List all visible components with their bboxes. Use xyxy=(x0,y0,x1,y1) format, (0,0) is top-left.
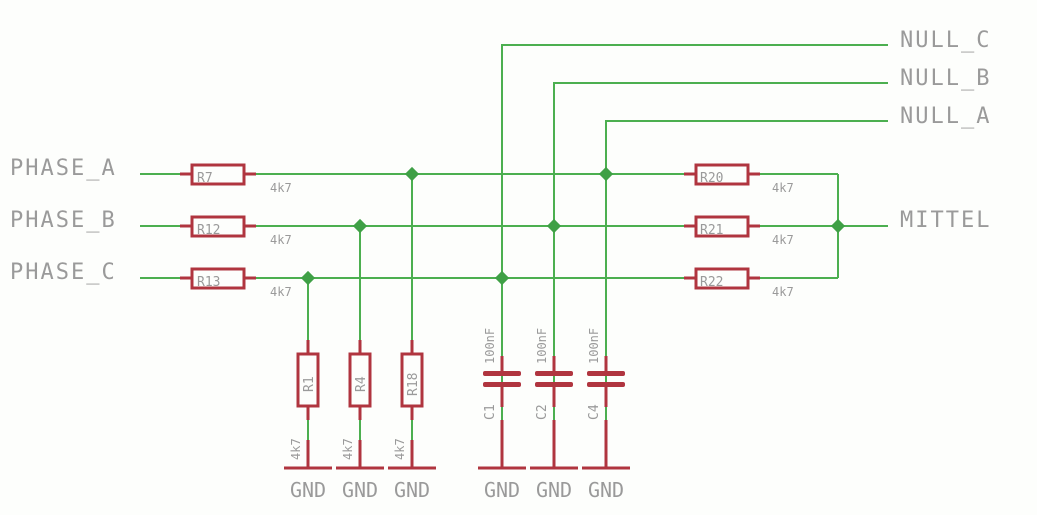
gnd-label-c1: GND xyxy=(484,478,520,502)
net-label-mittel: MITTEL xyxy=(900,208,991,233)
net-label-null-b: NULL_B xyxy=(900,66,991,91)
junction-dot xyxy=(352,218,368,234)
ref-r7: R7 xyxy=(197,171,213,186)
net-label-null-c: NULL_C xyxy=(900,28,991,53)
ref-c1: C1 xyxy=(483,404,498,420)
ref-r13: R13 xyxy=(197,275,220,290)
value-r1: 4k7 xyxy=(289,438,303,460)
gnd-symbol-r18 xyxy=(388,440,436,470)
ref-r12: R12 xyxy=(197,223,220,238)
junctions xyxy=(300,166,846,286)
ref-r22: R22 xyxy=(700,275,723,290)
value-r7: 4k7 xyxy=(270,181,292,195)
ref-r20: R20 xyxy=(700,171,723,186)
value-r20: 4k7 xyxy=(772,181,794,195)
junction-dot xyxy=(546,218,562,234)
gnd-label-c2: GND xyxy=(536,478,572,502)
capacitor-c4[interactable] xyxy=(587,356,625,407)
null-wires xyxy=(501,44,888,420)
resistor-r20[interactable] xyxy=(684,163,760,186)
resistor-r12[interactable] xyxy=(180,215,256,238)
ground-symbols xyxy=(284,420,630,470)
gnd-label-r18: GND xyxy=(394,478,430,502)
gnd-symbol-c1 xyxy=(478,420,526,470)
net-label-null-a: NULL_A xyxy=(900,104,991,129)
capacitor-c2[interactable] xyxy=(535,356,573,407)
ref-r4: R4 xyxy=(354,376,369,392)
gnd-symbol-c2 xyxy=(530,420,578,470)
net-label-phase-a: PHASE_A xyxy=(10,156,117,181)
gnd-symbol-r1 xyxy=(284,440,332,470)
gnd-symbol-r4 xyxy=(336,440,384,470)
value-r4: 4k7 xyxy=(341,438,355,460)
net-label-phase-c: PHASE_C xyxy=(10,260,117,285)
value-r21: 4k7 xyxy=(772,233,794,247)
resistor-r18[interactable] xyxy=(400,340,424,420)
wire-null-a xyxy=(605,120,888,420)
resistor-r7[interactable] xyxy=(180,163,256,186)
resistor-r1[interactable] xyxy=(296,340,320,420)
resistor-r4[interactable] xyxy=(348,340,372,420)
ref-r1: R1 xyxy=(302,376,317,392)
resistor-r21[interactable] xyxy=(684,215,760,238)
value-r13: 4k7 xyxy=(270,285,292,299)
value-r12: 4k7 xyxy=(270,233,292,247)
value-c1: 100nF xyxy=(483,328,497,364)
ref-c2: C2 xyxy=(535,404,550,420)
junction-dot xyxy=(494,270,510,286)
wire-null-b xyxy=(553,82,888,420)
ref-c4: C4 xyxy=(587,404,602,420)
resistor-r22[interactable] xyxy=(684,267,760,290)
value-c2: 100nF xyxy=(535,328,549,364)
value-r22: 4k7 xyxy=(772,285,794,299)
resistor-r13[interactable] xyxy=(180,267,256,290)
junction-dot xyxy=(300,270,316,286)
wire-null-c xyxy=(501,44,888,420)
gnd-symbol-c4 xyxy=(582,420,630,470)
junction-dot xyxy=(830,218,846,234)
ref-r18: R18 xyxy=(406,373,421,396)
net-label-phase-b: PHASE_B xyxy=(10,208,117,233)
gnd-label-c4: GND xyxy=(588,478,624,502)
value-r18: 4k7 xyxy=(393,438,407,460)
capacitor-c1[interactable] xyxy=(483,356,521,407)
value-c4: 100nF xyxy=(587,328,601,364)
gnd-label-r1: GND xyxy=(290,478,326,502)
junction-dot xyxy=(404,166,420,182)
ref-r21: R21 xyxy=(700,223,723,238)
gnd-label-r4: GND xyxy=(342,478,378,502)
junction-dot xyxy=(598,166,614,182)
